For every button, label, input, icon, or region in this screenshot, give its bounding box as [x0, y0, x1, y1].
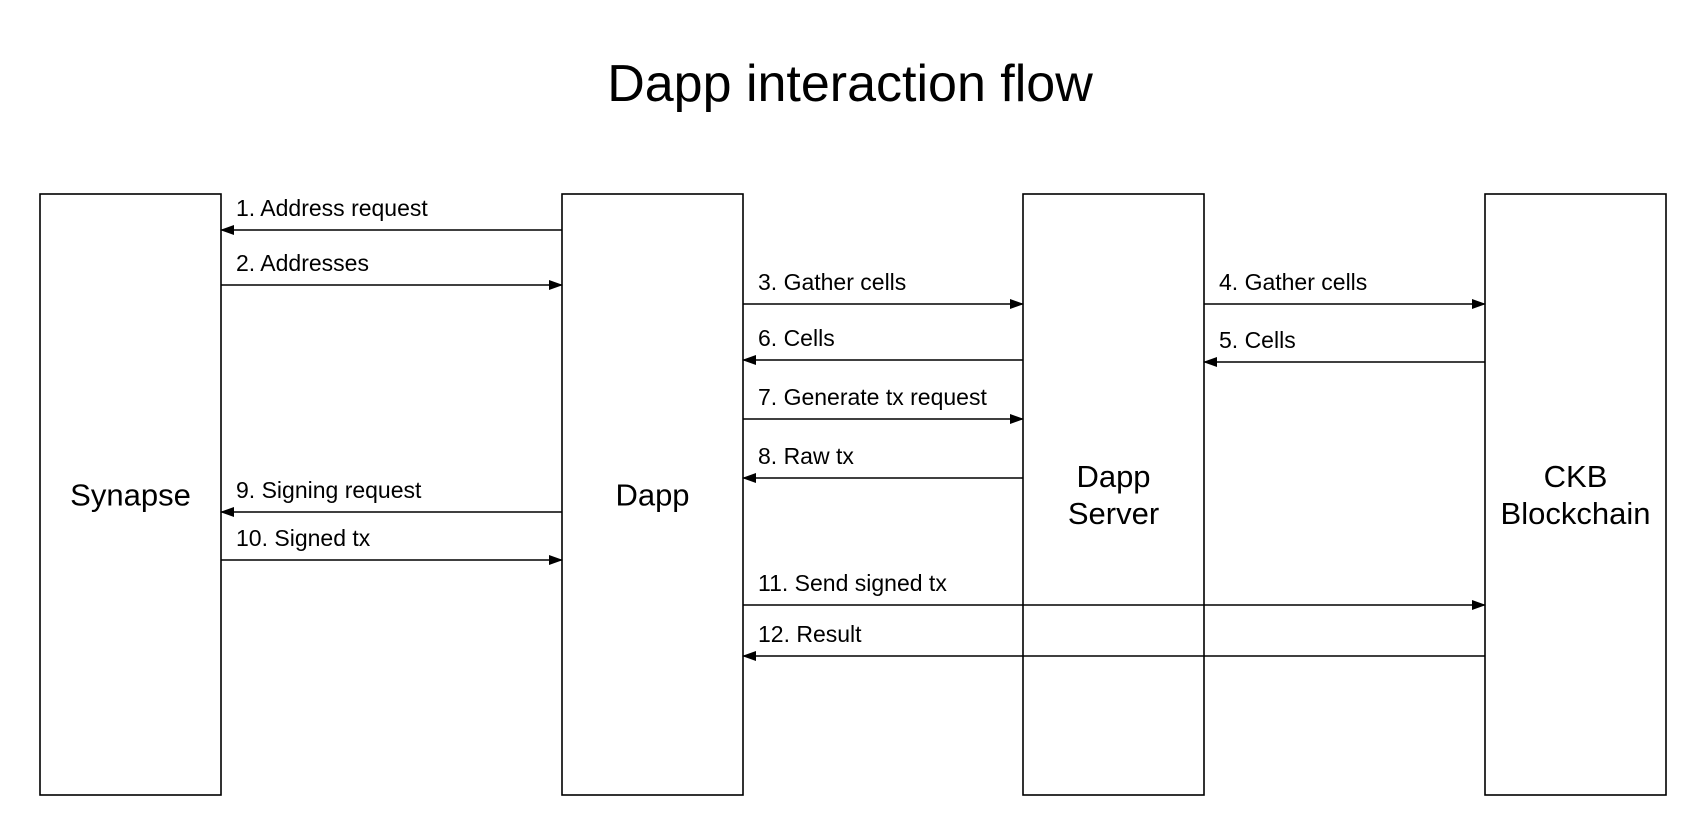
- message-6: 6. Cells: [742, 325, 1023, 365]
- diagram-title: Dapp interaction flow: [607, 55, 1093, 113]
- actor-box-ckb-blockchain: [1484, 193, 1667, 796]
- message-label-1: 1. Address request: [236, 195, 428, 221]
- message-3: 3. Gather cells: [743, 269, 1024, 309]
- message-label-3: 3. Gather cells: [758, 269, 906, 295]
- message-7: 7. Generate tx request: [743, 384, 1024, 424]
- actor-box-dapp-server: [1022, 193, 1205, 796]
- message-5: 5. Cells: [1203, 327, 1485, 367]
- message-label-6: 6. Cells: [758, 325, 835, 351]
- message-4: 4. Gather cells: [1204, 269, 1486, 309]
- actor-box-dapp: [561, 193, 744, 796]
- message-label-11: 11. Send signed tx: [758, 570, 947, 596]
- message-label-7: 7. Generate tx request: [758, 384, 987, 410]
- actor-label-ckb-blockchain-line-2: Blockchain: [1501, 496, 1651, 531]
- message-9: 9. Signing request: [220, 477, 562, 517]
- actor-synapse: Synapse: [39, 193, 222, 796]
- actor-label-dapp-server-line-2: Server: [1068, 496, 1159, 531]
- message-10: 10. Signed tx: [221, 525, 563, 565]
- message-1: 1. Address request: [220, 195, 562, 235]
- message-label-9: 9. Signing request: [236, 477, 422, 503]
- message-label-10: 10. Signed tx: [236, 525, 371, 551]
- message-label-5: 5. Cells: [1219, 327, 1296, 353]
- actor-label-dapp-server-line-1: Dapp: [1076, 459, 1150, 494]
- message-12: 12. Result: [742, 621, 1485, 661]
- actor-dapp: Dapp: [561, 193, 744, 796]
- actor-label-ckb-blockchain-line-1: CKB: [1544, 459, 1608, 494]
- message-2: 2. Addresses: [221, 250, 563, 290]
- message-label-4: 4. Gather cells: [1219, 269, 1367, 295]
- actor-box-synapse: [39, 193, 222, 796]
- messages-layer: 1. Address request 2. Addresses 3. Gather …: [220, 195, 1486, 661]
- actor-label-dapp-line-1: Dapp: [615, 478, 689, 513]
- message-11: 11. Send signed tx: [743, 570, 1486, 610]
- message-label-12: 12. Result: [758, 621, 862, 647]
- message-label-8: 8. Raw tx: [758, 443, 854, 469]
- actor-label-synapse-line-1: Synapse: [70, 478, 191, 513]
- message-8: 8. Raw tx: [742, 443, 1023, 483]
- message-label-2: 2. Addresses: [236, 250, 369, 276]
